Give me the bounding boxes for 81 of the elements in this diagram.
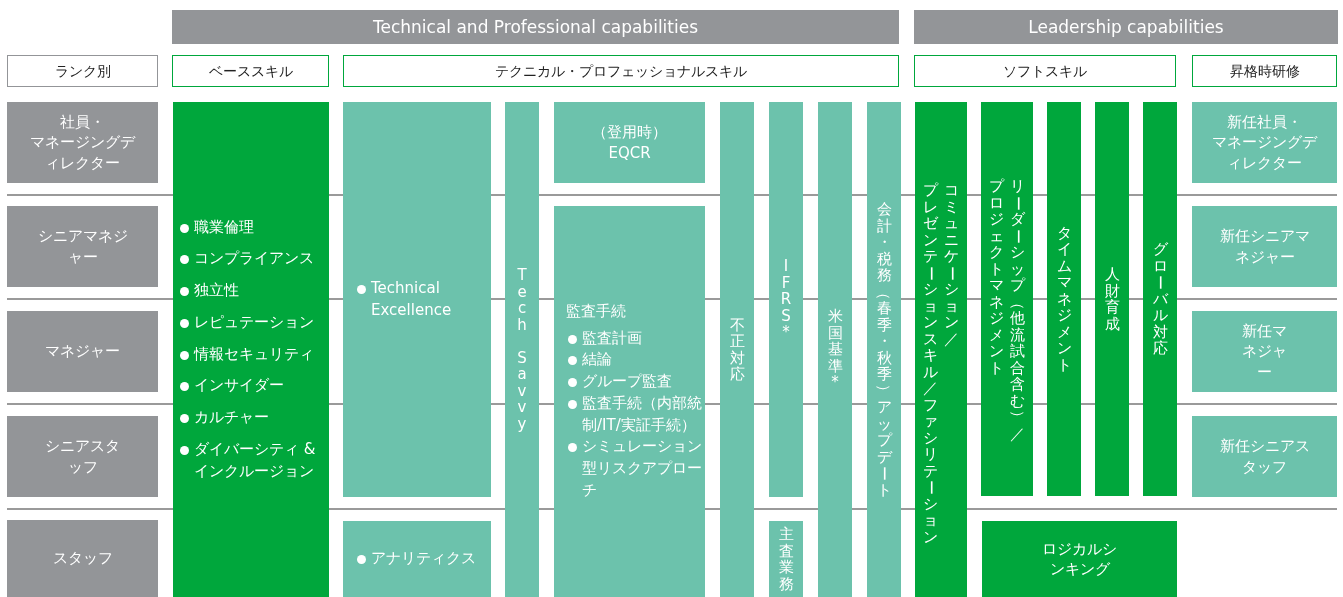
vertical-label: リーダーシップ（他流試合含む）／ bbox=[1009, 178, 1027, 442]
vertical-label: 主査業務 bbox=[777, 526, 795, 592]
skill-column bbox=[1047, 102, 1081, 496]
box-label: 新任マネジャー bbox=[1242, 321, 1287, 382]
column-header bbox=[914, 55, 1176, 87]
list-item: インサイダー bbox=[194, 375, 284, 397]
vertical-label: 人財育成 bbox=[1103, 266, 1121, 332]
training-box bbox=[1192, 206, 1337, 287]
list-item: アナリティクス bbox=[371, 548, 476, 570]
box-label: ランク別 bbox=[54, 61, 111, 81]
box-label: 新任社員・マネージングディレクター bbox=[1212, 112, 1317, 173]
vertical-label: コミュニケーション／ bbox=[943, 182, 961, 347]
box-label: Technical and Professional capabilities bbox=[372, 15, 699, 39]
skill-column bbox=[1095, 102, 1129, 496]
list-heading: 監査手続 bbox=[566, 301, 626, 322]
list-item: 情報セキュリティ bbox=[194, 343, 314, 365]
box-label: EQCR bbox=[608, 142, 651, 163]
rank-box bbox=[7, 102, 158, 183]
box-label: 昇格時研修 bbox=[1229, 61, 1300, 81]
box-label: （登用時） bbox=[592, 122, 667, 143]
skill-column bbox=[981, 102, 1033, 496]
vertical-label: 会計・税務（春季・秋季）アップデート bbox=[875, 201, 893, 498]
box-label: シニアマネジャー bbox=[37, 226, 128, 267]
list-item: コンプライアンス bbox=[194, 248, 314, 270]
list-item: 監査手続（内部統制/IT/実証手続） bbox=[582, 392, 703, 436]
list-item: 結論 bbox=[582, 349, 612, 371]
skill-panel bbox=[343, 102, 491, 497]
list-item: 独立性 bbox=[194, 280, 239, 302]
vertical-label: グローバル対応 bbox=[1151, 241, 1169, 357]
column-header bbox=[1192, 55, 1337, 87]
column-header bbox=[343, 55, 899, 87]
training-box bbox=[1192, 311, 1337, 392]
section-band bbox=[172, 10, 899, 44]
rank-box bbox=[7, 520, 158, 597]
skill-panel bbox=[982, 521, 1177, 597]
vertical-label: プロジェクトマネジメント bbox=[987, 178, 1005, 376]
box-label: テクニカル・プロフェッショナルスキル bbox=[495, 61, 747, 81]
box-label: スタッフ bbox=[52, 548, 113, 569]
box-label: Leadership capabilities bbox=[1028, 15, 1224, 39]
list-item: シミュレーション型リスクアプローチ bbox=[582, 436, 703, 501]
box-label: シニアスタッフ bbox=[45, 436, 120, 477]
list-item: ダイバーシティ & インクルージョン bbox=[194, 438, 317, 482]
vertical-label: プレゼンテーションスキル／ファシリテーション bbox=[921, 182, 939, 545]
skill-column bbox=[720, 102, 754, 597]
vertical-label: 米国基準* bbox=[826, 308, 844, 391]
vertical-label: タイムマネジメント bbox=[1055, 224, 1073, 374]
skill-column bbox=[505, 102, 539, 597]
skill-panel bbox=[173, 102, 329, 597]
rank-box bbox=[7, 311, 158, 392]
rank-box bbox=[7, 206, 158, 287]
skill-panel bbox=[554, 206, 705, 597]
box-label: ロジカルシンキング bbox=[1042, 538, 1117, 580]
box-label: 新任シニアスタッフ bbox=[1219, 436, 1310, 477]
skill-column bbox=[915, 102, 967, 597]
rank-box bbox=[7, 416, 158, 497]
column-header bbox=[172, 55, 329, 87]
list-item: 監査計画 bbox=[582, 327, 642, 349]
list-item: グループ監査 bbox=[582, 371, 672, 393]
vertical-label: Tech Savvy bbox=[516, 267, 528, 432]
list-item: レピュテーション bbox=[194, 311, 314, 333]
skill-column bbox=[818, 102, 852, 597]
list-item: 職業倫理 bbox=[194, 216, 254, 238]
skill-panel bbox=[554, 102, 705, 183]
box-label: マネジャー bbox=[45, 341, 120, 362]
box-label: 社員・マネージングディレクター bbox=[30, 112, 135, 173]
box-label: ベーススキル bbox=[208, 61, 293, 81]
skill-column bbox=[769, 521, 803, 597]
training-box bbox=[1192, 416, 1337, 497]
training-box bbox=[1192, 102, 1337, 183]
skill-column bbox=[769, 102, 803, 497]
vertical-label: 不正対応 bbox=[728, 316, 746, 383]
vertical-label: IFRS* bbox=[779, 258, 793, 341]
skill-column bbox=[867, 102, 901, 597]
box-label: ソフトスキル bbox=[1003, 61, 1087, 81]
section-band bbox=[914, 10, 1338, 44]
box-label: 新任シニアマネジャー bbox=[1219, 226, 1310, 267]
column-header bbox=[7, 55, 158, 87]
skill-column bbox=[1143, 102, 1177, 496]
list-item: Technical Excellence bbox=[371, 277, 453, 321]
list-item: カルチャー bbox=[194, 407, 269, 429]
skill-panel bbox=[343, 521, 491, 597]
